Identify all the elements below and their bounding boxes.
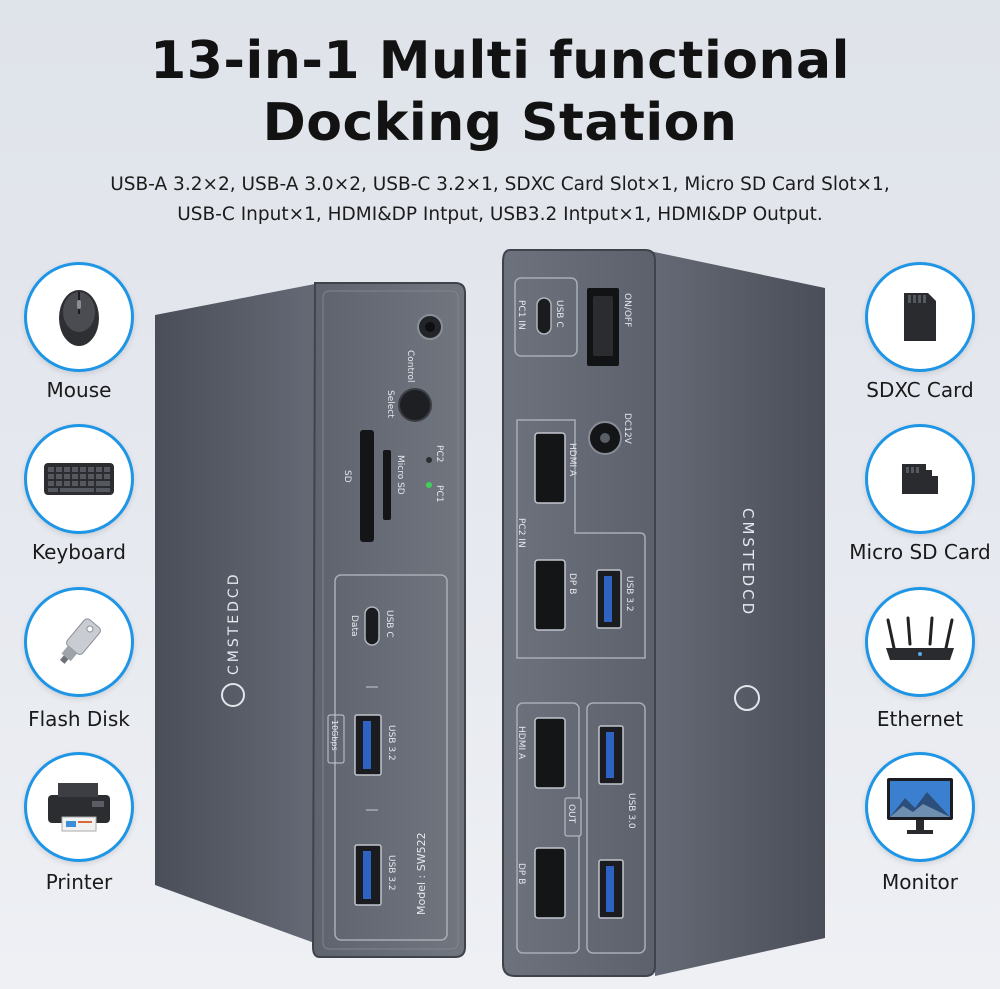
brand-text-front: CMSTEDCD [226, 572, 242, 675]
device-label-monitor: Monitor [881, 870, 959, 894]
label-data: Data [349, 615, 359, 637]
title-line-1: 13-in-1 Multi functional [150, 31, 850, 91]
label-model: Model : SW522 [415, 832, 428, 915]
device-label-micro-sd-card: Micro SD Card [849, 540, 991, 564]
label-dp-b-bottom: DP B [516, 863, 526, 884]
label-usb30: USB 3.0 [626, 793, 636, 829]
title-line-2: Docking Station [262, 93, 738, 153]
label-hdmi-a-top: HDMI A [567, 443, 577, 477]
label-speed: 10Gbps [330, 720, 339, 751]
mouse-icon [24, 262, 134, 372]
dock-back-unit: CMSTEDCD USB C PC1 IN ON/OFF DC12V HDMI … [502, 249, 825, 977]
label-on-off: ON/OFF [622, 293, 632, 327]
brand-logo-front: CMSTEDCD [221, 572, 245, 707]
label-dc12v: DC12V [622, 413, 632, 445]
printer-icon [24, 752, 134, 862]
label-control: Control [405, 350, 415, 383]
device-label-printer: Printer [45, 870, 113, 894]
label-pc2: PC2 [434, 445, 444, 462]
flash-disk-icon [24, 587, 134, 697]
keyboard-icon [24, 424, 134, 534]
label-dp-b-top: DP B [567, 573, 577, 594]
device-label-flash-disk: Flash Disk [28, 707, 130, 731]
label-pc1: PC1 [434, 485, 444, 502]
device-label-ethernet: Ethernet [876, 707, 964, 731]
brand-text-back: CMSTEDCD [739, 508, 757, 617]
device-label-keyboard: Keyboard [31, 540, 126, 564]
label-sd: SD [342, 470, 352, 483]
device-label-mouse: Mouse [46, 378, 112, 402]
label-micro-sd: Micro SD [395, 455, 405, 495]
brand-logo-back: CMSTEDCD [734, 508, 760, 711]
monitor-icon [865, 752, 975, 862]
dock-front-unit: CMSTEDCD Control Select SD Micro SD PC2 … [155, 282, 466, 958]
label-out: OUT [566, 804, 576, 824]
label-usb-c-back: USB C [554, 300, 564, 328]
spec-line-2: USB-C Input×1, HDMI&DP Intput, USB3.2 In… [177, 204, 823, 225]
sdxc-card-icon [865, 262, 975, 372]
label-usb32-back: USB 3.2 [624, 576, 634, 612]
label-select: Select [385, 390, 395, 418]
label-usb-c-front: USB C [384, 610, 394, 638]
label-pc1-in: PC1 IN [516, 300, 526, 330]
label-usb32-a: USB 3.2 [386, 725, 396, 761]
label-pc2-in: PC2 IN [516, 518, 526, 548]
page-title: 13-in-1 Multi functional Docking Station [0, 30, 1000, 154]
spec-description: USB-A 3.2×2, USB-A 3.0×2, USB-C 3.2×1, S… [0, 170, 1000, 230]
router-icon [865, 587, 975, 697]
micro-sd-card-icon [865, 424, 975, 534]
spec-line-1: USB-A 3.2×2, USB-A 3.0×2, USB-C 3.2×1, S… [110, 174, 890, 195]
label-usb32-b: USB 3.2 [386, 855, 396, 891]
label-hdmi-a-bottom: HDMI A [516, 726, 526, 760]
device-label-sdxc-card: SDXC Card [866, 378, 974, 402]
